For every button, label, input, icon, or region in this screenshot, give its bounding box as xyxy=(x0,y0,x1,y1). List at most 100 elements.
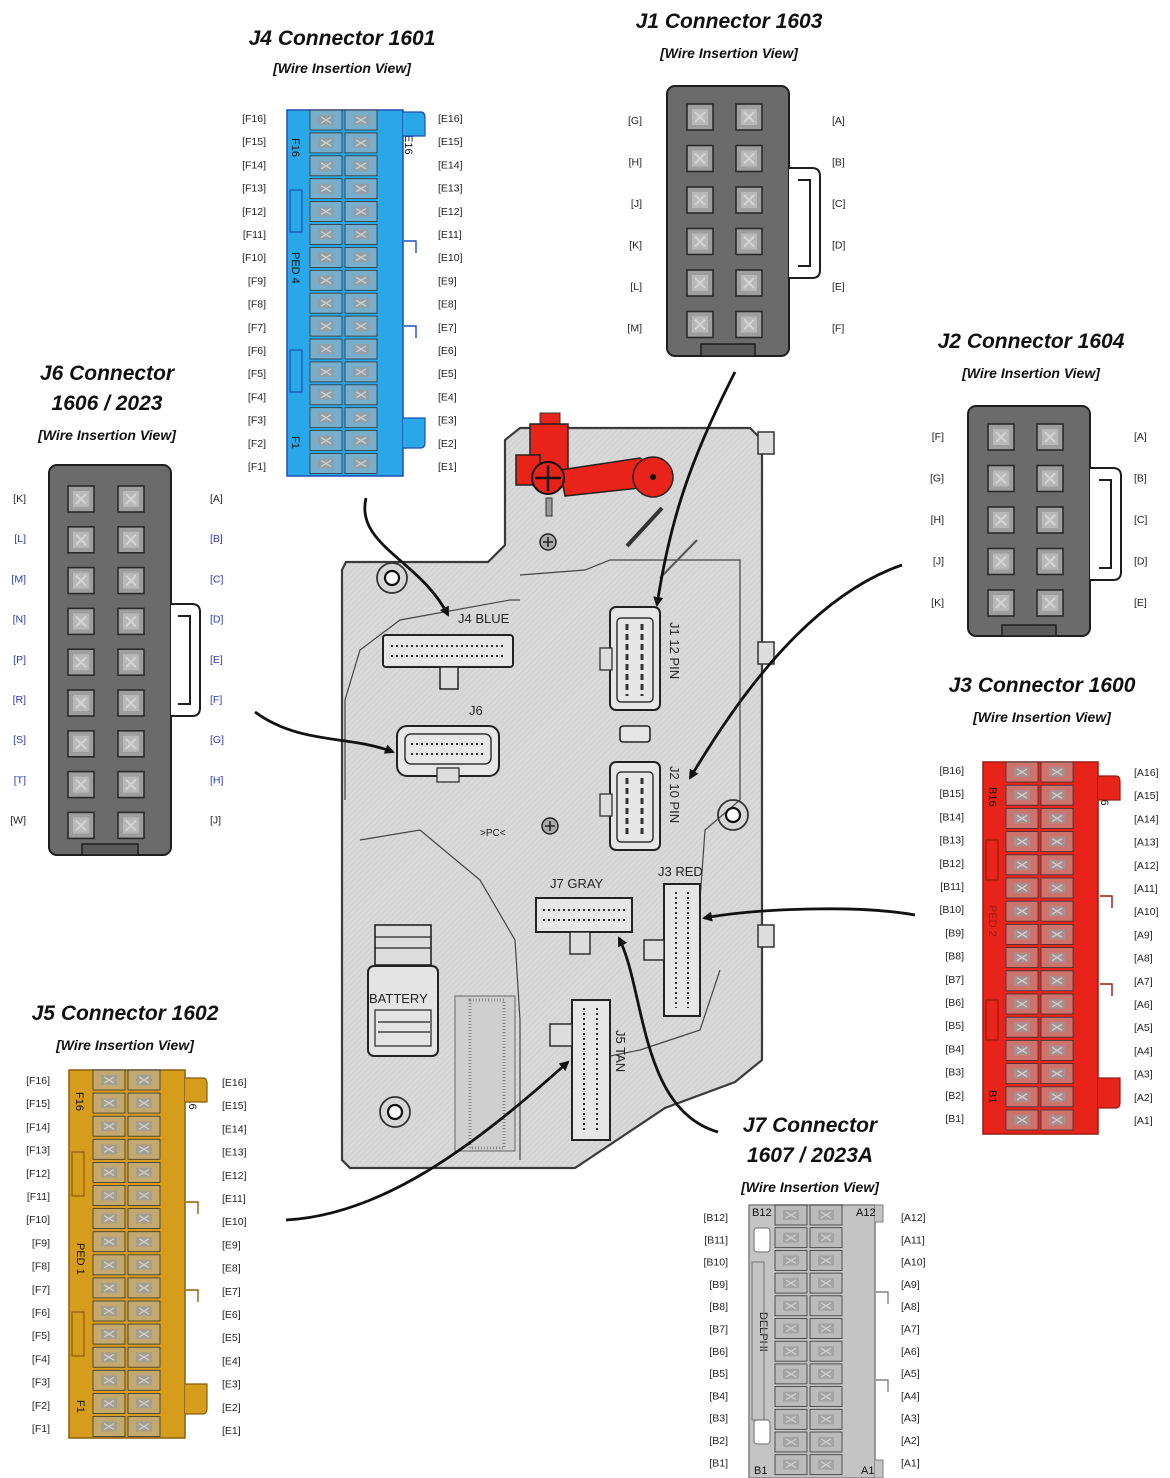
j7-cavity xyxy=(774,1340,808,1362)
j1-pin-label: [B] xyxy=(832,157,845,169)
j4-pin-label: [F4] xyxy=(248,391,266,403)
j5-pin-label: [F9] xyxy=(32,1237,50,1249)
j6-cavity xyxy=(67,607,95,636)
j6-cavity xyxy=(67,770,95,799)
j4-cavity xyxy=(344,452,378,475)
j6-pin-label: [C] xyxy=(210,573,224,585)
j5-pin-label: [F4] xyxy=(32,1353,50,1365)
j6-cavity xyxy=(117,566,145,595)
j7-pin-label: [A6] xyxy=(901,1346,920,1358)
j4-cavity xyxy=(344,292,378,314)
j5-body-mid: PED 1 xyxy=(74,1243,86,1275)
j5-pin-label: [E9] xyxy=(222,1239,241,1251)
j4-pin-label: [F13] xyxy=(242,183,266,195)
j2-pin-label: [A] xyxy=(1134,431,1147,443)
j5-cavity xyxy=(92,1369,126,1391)
j6-cavity xyxy=(117,607,145,636)
j3-pin-label: [A15] xyxy=(1134,790,1159,802)
j4-cavity xyxy=(344,429,378,452)
board-spacer xyxy=(619,725,651,743)
j7-pin-label: [A8] xyxy=(901,1301,920,1313)
j4-pin-label: [E15] xyxy=(438,136,463,148)
j2-tab xyxy=(1001,624,1057,637)
j1-cavity xyxy=(686,103,714,131)
j3-pin-label: [B9] xyxy=(945,927,964,939)
arrow-j6 xyxy=(254,710,395,754)
j6-cavity xyxy=(67,485,95,513)
j5-cavity xyxy=(92,1300,126,1322)
j5-cavity xyxy=(92,1323,126,1345)
j3-cavity xyxy=(1005,761,1039,783)
j4-pin-label: [E2] xyxy=(438,438,457,450)
j6-pin-label: [H] xyxy=(210,774,224,786)
j4-pin-label: [E3] xyxy=(438,415,457,427)
j3-cavity xyxy=(1040,970,1074,992)
j5-cavity xyxy=(127,1300,161,1322)
j5-pin-label: [E3] xyxy=(222,1379,241,1391)
j3-cavity xyxy=(1040,1039,1074,1062)
j5-subtitle: [Wire Insertion View] xyxy=(55,1037,195,1053)
j3-cavity xyxy=(1040,923,1074,946)
j4-cavity xyxy=(309,452,343,475)
j2-pin-label: [K] xyxy=(931,597,944,609)
j3-cavity xyxy=(1005,807,1039,830)
j4-cavity xyxy=(309,178,343,200)
j4-cavity xyxy=(344,246,378,269)
j4-pin-label: [E8] xyxy=(438,299,457,311)
j6-pin-label: [J] xyxy=(210,815,221,827)
arrow-j3 xyxy=(702,907,916,922)
j5-cavity xyxy=(127,1138,161,1160)
j2-pin-label: [J] xyxy=(933,556,944,568)
j3-cavity xyxy=(1005,923,1039,946)
j4-cavity xyxy=(344,178,378,200)
j3-pin-label: [B8] xyxy=(945,951,964,963)
j5-pin-label: [F15] xyxy=(26,1098,50,1110)
j5-pin-label: [E14] xyxy=(222,1123,247,1135)
j3-cavity xyxy=(1040,784,1074,806)
j1-body xyxy=(666,85,790,357)
j7-cavity xyxy=(774,1227,808,1249)
j4-cavity xyxy=(309,292,343,314)
j4-body-bottom-left: F1 xyxy=(289,436,301,449)
j1-pin-label: [M] xyxy=(627,323,642,335)
j1-cavity xyxy=(686,310,714,339)
j2-cavity xyxy=(1036,464,1064,493)
j3-cavity xyxy=(1040,900,1074,922)
j3-cavity xyxy=(1005,1039,1039,1062)
battery-label: BATTERY xyxy=(369,991,428,1006)
board-j1-header: J1 12 PIN xyxy=(599,606,682,711)
j5-pin-label: [F14] xyxy=(26,1121,50,1133)
j5-cavity xyxy=(92,1231,126,1253)
j4-pin-label: [F8] xyxy=(248,299,266,311)
j3-cavity xyxy=(1005,830,1039,853)
j1-cavity xyxy=(735,103,763,131)
j5-body-top-left: F16 xyxy=(73,1092,85,1111)
j5-pin-label: [E1] xyxy=(222,1425,241,1437)
j6-cavity xyxy=(67,689,95,717)
j3-pin-label: [A9] xyxy=(1134,929,1153,941)
arrow-j5 xyxy=(285,1060,570,1222)
j4-cavity xyxy=(309,361,343,383)
j5-pin-label: [F1] xyxy=(32,1423,50,1435)
j6-pin-label: [S] xyxy=(13,734,26,746)
j6-pin-label: [L] xyxy=(14,533,26,545)
j4-body-top-right: E16 xyxy=(402,135,414,155)
board-j7-label: J7 GRAY xyxy=(550,876,604,891)
j5-pin-label: [F12] xyxy=(26,1168,50,1180)
j5-pin-label: [E10] xyxy=(222,1216,247,1228)
j4-cavity xyxy=(344,155,378,177)
j7-pin-label: [A7] xyxy=(901,1324,920,1336)
j6-title-line1: J6 Connector xyxy=(40,362,176,385)
j3-title: J3 Connector 1600 xyxy=(949,674,1136,697)
j3-cavity xyxy=(1040,830,1074,853)
j3-cavity xyxy=(1005,1086,1039,1108)
j2-subtitle: [Wire Insertion View] xyxy=(961,365,1101,381)
j5-pin-label: [F3] xyxy=(32,1377,50,1389)
j1-pin-label: [A] xyxy=(832,115,845,127)
j1-pin-label: [E] xyxy=(832,281,845,293)
j5-cavity xyxy=(127,1369,161,1391)
j5-cavity xyxy=(92,1115,126,1137)
j5-cavity xyxy=(127,1207,161,1230)
j1-latch xyxy=(789,167,821,279)
j3-pin-label: [A7] xyxy=(1134,976,1153,988)
